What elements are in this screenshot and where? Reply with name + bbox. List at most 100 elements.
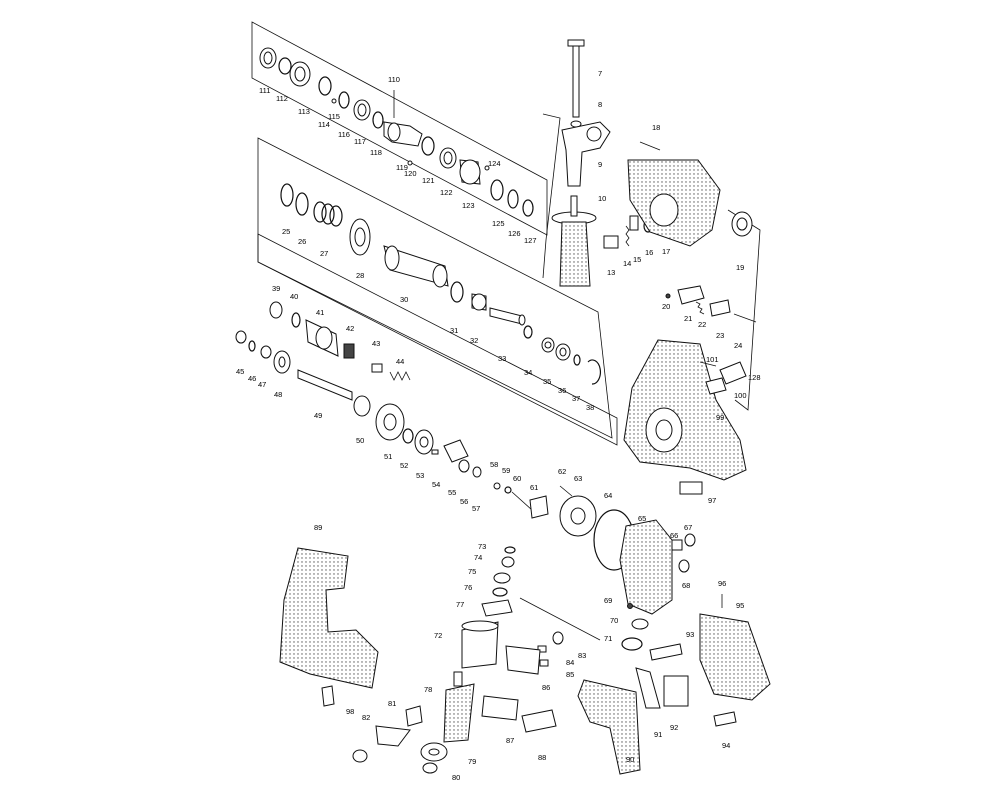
label-117: 117 [354, 137, 366, 146]
label-21: 21 [684, 314, 692, 323]
part-45-washer [235, 330, 247, 344]
label-128: 128 [748, 373, 761, 382]
label-42: 42 [346, 324, 354, 333]
label-38: 38 [586, 403, 594, 412]
label-58: 58 [490, 460, 498, 469]
label-16: 16 [645, 248, 653, 257]
label-100: 100 [734, 391, 747, 400]
part-34-ring [523, 325, 533, 339]
part-15-block [629, 215, 639, 231]
part-67-spring [684, 533, 696, 547]
label-111: 111 [259, 86, 270, 95]
part-52-ring [402, 428, 414, 444]
part-32-bushing [471, 293, 487, 311]
label-44: 44 [396, 357, 404, 366]
part-13-switch-block [603, 235, 619, 249]
label-40: 40 [290, 292, 298, 301]
part-121-ring [421, 136, 435, 156]
part-23-plate [709, 299, 731, 317]
part-79-fan [420, 742, 448, 762]
part-43-pin [371, 363, 383, 373]
label-52: 52 [400, 461, 408, 470]
label-61: 61 [530, 483, 538, 492]
label-127: 127 [524, 236, 537, 245]
group-frame-25-38 [257, 137, 613, 439]
part-63-bearing-plate [559, 495, 597, 537]
part-92-switch [663, 675, 689, 707]
label-30: 30 [400, 295, 408, 304]
part-31-ring [450, 281, 464, 303]
part-35-washer [541, 337, 555, 353]
part-119-tool-holder [383, 121, 423, 147]
label-47: 47 [258, 380, 266, 389]
label-78: 78 [424, 685, 432, 694]
part-91-switch-trigger [635, 667, 661, 709]
part-30-spindle [383, 245, 449, 288]
part-127-ring [522, 199, 534, 217]
part-99-main-housing [623, 339, 747, 481]
label-36: 36 [558, 386, 566, 395]
part-55-bracket [443, 439, 469, 463]
part-83-cap [552, 631, 564, 645]
part-90-handle-half [577, 679, 641, 775]
label-32: 32 [470, 336, 478, 345]
part-9-grip-clamp [561, 121, 611, 187]
part-28-gear [349, 218, 371, 256]
label-75: 75 [468, 567, 476, 576]
label-83: 83 [578, 651, 586, 660]
label-70: 70 [610, 616, 618, 625]
label-101: 101 [706, 355, 719, 364]
label-88: 88 [538, 753, 546, 762]
label-79: 79 [468, 757, 476, 766]
label-26: 26 [298, 237, 306, 246]
label-119: 119 [396, 163, 408, 172]
label-76: 76 [464, 583, 472, 592]
label-125: 125 [492, 219, 505, 228]
part-124-ball [484, 165, 490, 171]
part-69-screw [627, 603, 633, 609]
label-121: 121 [422, 176, 435, 185]
label-19: 19 [736, 263, 744, 272]
part-60-bolt [511, 491, 533, 511]
part-14-spring [625, 225, 630, 247]
label-84: 84 [566, 658, 574, 667]
part-41-piston [305, 319, 339, 357]
leader-lines [393, 90, 601, 641]
part-53-gear [414, 429, 434, 455]
label-15: 15 [633, 255, 641, 264]
part-47-nut [260, 345, 272, 359]
label-98: 98 [346, 707, 354, 716]
part-97-label [679, 481, 703, 495]
part-33-striker [489, 307, 526, 326]
label-120: 120 [404, 169, 417, 178]
label-114: 114 [318, 120, 330, 129]
label-59: 59 [502, 466, 510, 475]
part-59-ring [504, 486, 512, 494]
label-66: 66 [670, 531, 678, 540]
label-97: 97 [708, 496, 716, 505]
part-93-lever [649, 643, 683, 661]
label-7: 7 [598, 69, 602, 78]
label-37: 37 [572, 394, 580, 403]
label-82: 82 [362, 713, 370, 722]
label-68: 68 [682, 581, 690, 590]
part-26-ring [295, 192, 309, 216]
label-72: 72 [434, 631, 442, 640]
part-71-o-ring [621, 637, 643, 651]
label-55: 55 [448, 488, 456, 497]
part-75-ring [493, 572, 511, 584]
label-46: 46 [248, 374, 256, 383]
part-74-bearing [501, 556, 515, 568]
part-20-screw [665, 293, 671, 299]
part-98-clip [321, 685, 335, 707]
part-70-ring [631, 618, 649, 630]
label-126: 126 [508, 229, 521, 238]
label-57: 57 [472, 504, 480, 513]
label-33: 33 [498, 354, 506, 363]
part-48-gear [273, 350, 291, 374]
part-114-ring [318, 76, 332, 96]
part-19-bushing [731, 211, 753, 237]
group-frame-handle [542, 113, 561, 279]
part-101-screw [699, 361, 717, 367]
